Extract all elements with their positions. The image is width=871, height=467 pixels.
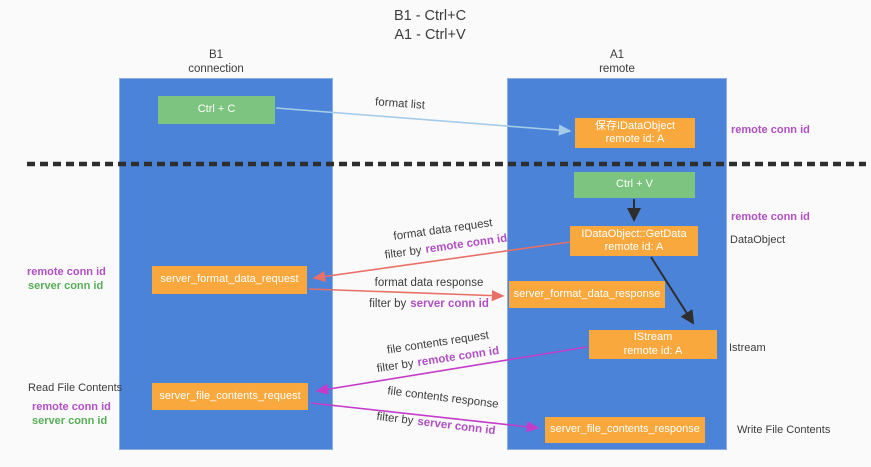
dataobject-label: DataObject	[730, 234, 786, 246]
format-list-label: format list	[374, 96, 426, 112]
diagram-title: B1 - Ctrl+C A1 - Ctrl+V	[300, 7, 560, 45]
read-file-contents-label: Read File Contents	[28, 382, 123, 394]
istream-side-label: Istream	[729, 342, 766, 354]
format-data-response-label: format data response	[374, 277, 484, 289]
left-column-header: B1 connection	[146, 48, 286, 76]
ctrl-v-label: Ctrl + V	[616, 178, 653, 191]
left-server-conn-id-label-2: server conn id	[32, 415, 108, 427]
right-column-role: remote	[599, 63, 635, 75]
filter-by-text: filter by	[376, 357, 415, 376]
server-format-data-response-label: server_format_data_response	[513, 287, 661, 300]
left-server-conn-id-label-1: server conn id	[28, 280, 104, 292]
istream-line1: IStream	[633, 331, 673, 343]
diagram-title-line2: A1 - Ctrl+V	[394, 27, 466, 43]
server-conn-id-text: server conn id	[416, 415, 497, 438]
right-column-header: A1 remote	[547, 48, 687, 76]
ctrl-c-label: Ctrl + C	[197, 103, 236, 116]
right-column-name: A1	[609, 49, 625, 61]
server-format-data-response-box: server_format_data_response	[509, 281, 665, 308]
left-remote-conn-id-label-2: remote conn id	[32, 401, 111, 413]
server-conn-id-text: server conn id	[410, 298, 489, 310]
idataobject-getdata-line2: remote id: A	[604, 241, 664, 253]
filter-by-text: filter by	[384, 244, 423, 262]
server-file-contents-response-box: server_file_contents_response	[545, 417, 705, 443]
left-remote-conn-id-label-1: remote conn id	[27, 266, 106, 278]
right-remote-conn-id-mid-label: remote conn id	[731, 211, 810, 223]
server-format-data-request-label: server_format_data_request	[160, 273, 299, 286]
right-remote-conn-id-top-label: remote conn id	[731, 124, 810, 136]
istream-line2: remote id: A	[623, 344, 683, 357]
write-file-contents-label: Write File Contents	[737, 424, 831, 436]
save-idataobject-box: 保存IDataObject remote id: A	[575, 118, 695, 148]
ctrl-c-box: Ctrl + C	[158, 96, 275, 124]
left-column-name: B1	[208, 49, 224, 61]
idataobject-getdata-box: IDataObject::GetData remote id: A	[570, 226, 698, 256]
server-file-contents-request-box: server_file_contents_request	[152, 383, 308, 410]
left-column-role: connection	[188, 63, 244, 75]
ctrl-v-box: Ctrl + V	[574, 172, 695, 198]
filter-by-text: filter by	[375, 410, 415, 428]
server-file-contents-response-label: server_file_contents_response	[550, 423, 700, 436]
arrow-format-data-response	[308, 288, 505, 302]
save-idataobject-line2: remote id: A	[605, 133, 665, 145]
file-contents-response-label: file contents response	[386, 385, 500, 411]
server-format-data-request-box: server_format_data_request	[152, 266, 307, 294]
filter-by-text: filter by	[369, 298, 407, 310]
server-file-contents-request-label: server_file_contents_request	[159, 389, 301, 402]
diagram-title-line1: B1 - Ctrl+C	[393, 8, 467, 24]
save-idataobject-line1: 保存IDataObject	[594, 119, 676, 132]
istream-box: IStream remote id: A	[589, 330, 717, 359]
idataobject-getdata-line1: IDataObject::GetData	[581, 227, 687, 240]
